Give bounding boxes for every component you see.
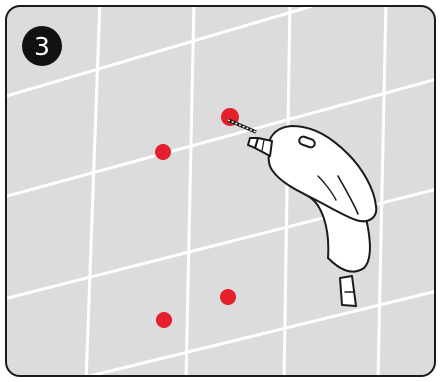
step-number-badge: 3 [22, 26, 62, 66]
drill-mark-lower-right [220, 289, 236, 305]
step-number: 3 [34, 34, 50, 59]
drill-mark-lower-left [156, 312, 172, 328]
drill-mark-upper-left [155, 144, 171, 160]
